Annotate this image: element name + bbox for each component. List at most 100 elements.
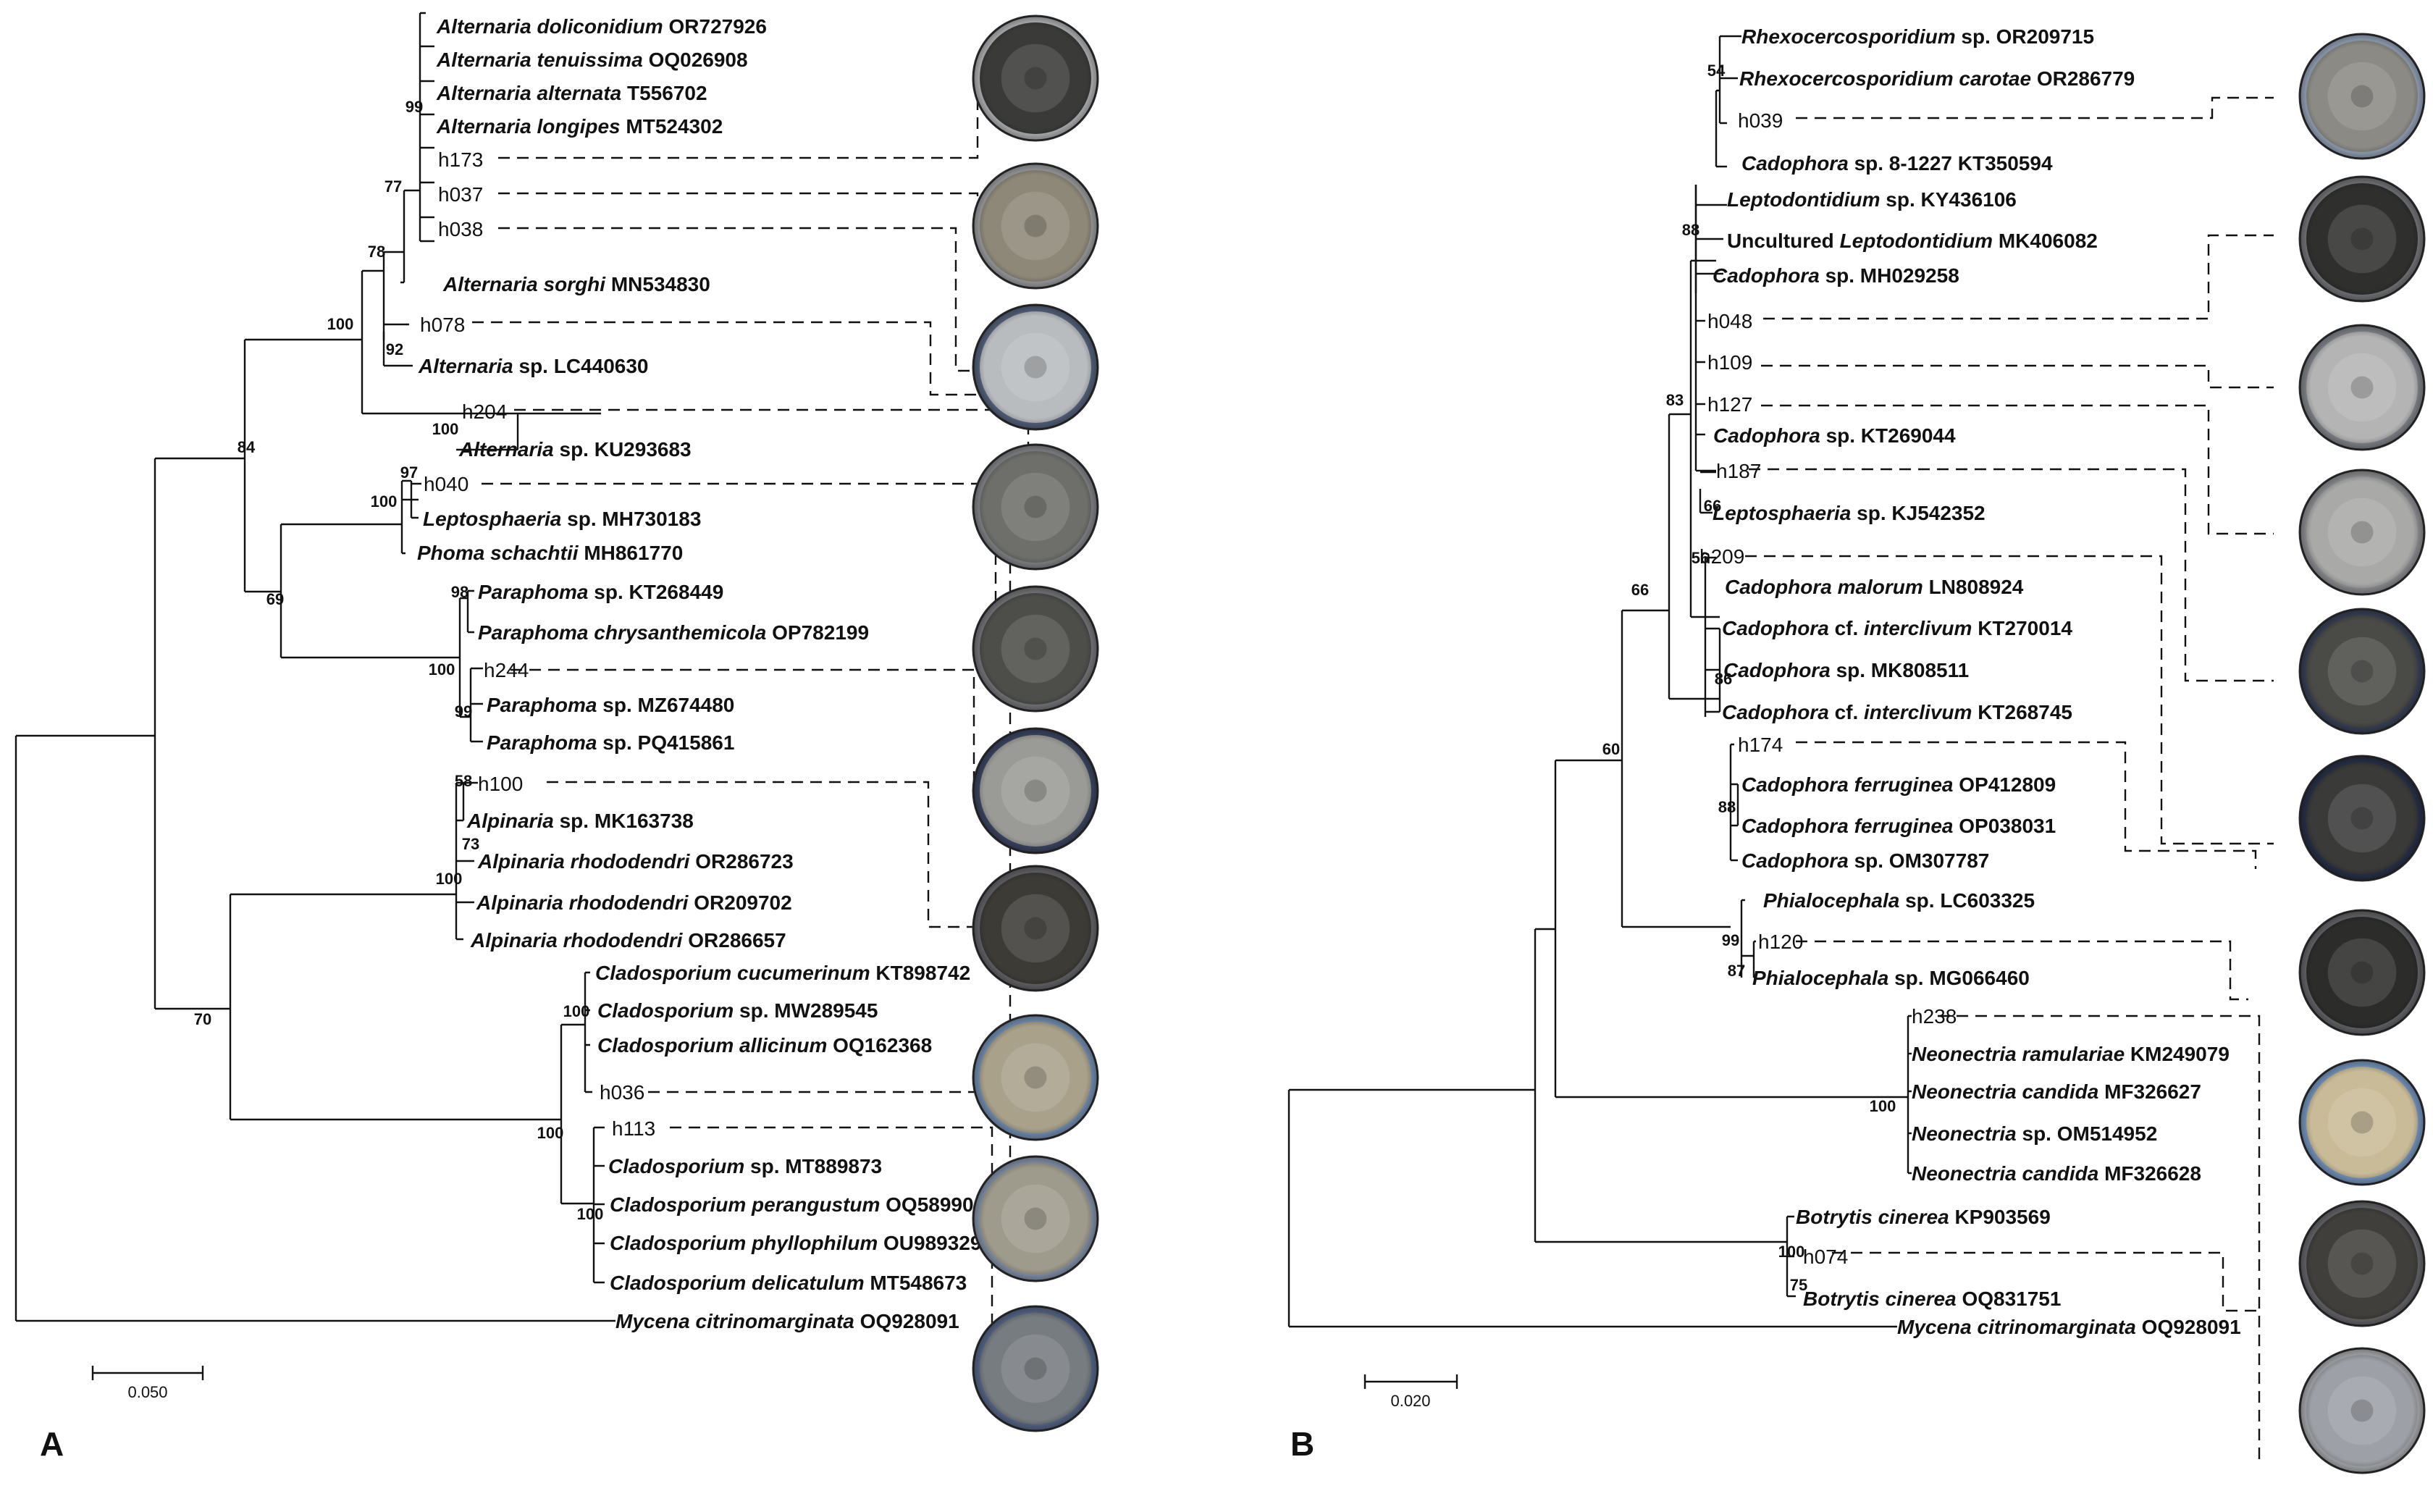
taxon-label: Neonectria candida MF326628 bbox=[1912, 1162, 2201, 1185]
taxon-epithet: carotae bbox=[1959, 67, 2036, 90]
taxon-label: Leptosphaeria sp. MH730183 bbox=[423, 508, 701, 530]
taxon-label: Paraphoma sp. PQ415861 bbox=[487, 731, 734, 754]
taxon-label: Neonectria ramulariae KM249079 bbox=[1912, 1043, 2230, 1065]
bootstrap-value: 99 bbox=[1722, 931, 1739, 949]
culture-plate-image bbox=[2298, 469, 2426, 596]
taxon-label: Cadophora sp. MK808511 bbox=[1723, 659, 1969, 681]
taxon-epithet: perangustum bbox=[751, 1193, 886, 1216]
taxon-label: Alpinaria rhododendri OR209702 bbox=[476, 891, 792, 914]
taxon-epithet: sp. bbox=[560, 810, 594, 832]
accession-number: LC603325 bbox=[1940, 889, 2035, 912]
accession-number: MT889873 bbox=[785, 1155, 882, 1177]
culture-plate-image bbox=[2298, 608, 2426, 735]
accession-number: MZ674480 bbox=[638, 694, 735, 716]
taxon-epithet: ferruginea bbox=[1854, 773, 1959, 796]
isolate-code: h204 bbox=[462, 400, 507, 423]
accession-number: LN808924 bbox=[1929, 576, 2024, 598]
taxon-epithet: sp. bbox=[1886, 188, 1920, 211]
accession-number: OQ831751 bbox=[1962, 1288, 2061, 1310]
taxon-genus: Cadophora bbox=[1741, 152, 1854, 175]
bootstrap-value: 100 bbox=[436, 870, 463, 888]
bootstrap-value: 100 bbox=[432, 420, 459, 438]
bootstrap-value: 73 bbox=[462, 835, 479, 853]
accession-number: OQ162368 bbox=[833, 1034, 932, 1057]
taxon-genus: Alpinaria bbox=[476, 891, 569, 914]
taxon-epithet: sp. bbox=[560, 438, 594, 461]
panel-b-branches bbox=[1287, 35, 1912, 1328]
taxon-epithet: sp. bbox=[1961, 25, 1996, 48]
culture-plate-image bbox=[2298, 175, 2426, 303]
culture-plate-image bbox=[972, 1305, 1099, 1432]
taxon-genus: Alternaria bbox=[436, 15, 537, 38]
accession-number: KY436106 bbox=[1921, 188, 2017, 211]
accession-number: KU293683 bbox=[594, 438, 692, 461]
accession-number: MT548673 bbox=[870, 1272, 967, 1294]
taxon-label: Cladosporium perangustum OQ589906 bbox=[610, 1193, 985, 1216]
accession-number: MW289545 bbox=[774, 999, 878, 1022]
taxon-epithet: sp. bbox=[750, 1155, 785, 1177]
taxon-genus: Cladosporium bbox=[595, 962, 737, 984]
taxon-label: Cladosporium phyllophilum OU989329 bbox=[610, 1232, 981, 1254]
panel-b-label: B bbox=[1290, 1425, 1314, 1463]
taxon-label: Botrytis cinerea KP903569 bbox=[1796, 1206, 2051, 1228]
taxon-label: Alternaria sorghi MN534830 bbox=[442, 273, 710, 295]
bootstrap-value: 84 bbox=[238, 438, 256, 456]
bootstrap-value: 78 bbox=[368, 243, 385, 261]
taxon-label: Alternaria tenuissima OQ026908 bbox=[436, 49, 748, 71]
isolate-code: h078 bbox=[420, 314, 465, 336]
taxon-label: Phialocephala sp. MG066460 bbox=[1752, 967, 2030, 989]
accession-number: OQ589906 bbox=[886, 1193, 985, 1216]
taxon-epithet: cinerea bbox=[1878, 1206, 1955, 1228]
taxon-label: Paraphoma sp. MZ674480 bbox=[487, 694, 734, 716]
taxon-epithet: ferruginea bbox=[1854, 815, 1959, 837]
culture-plate-image bbox=[2298, 324, 2426, 451]
taxon-genus: Alternaria bbox=[458, 438, 560, 461]
taxon-genus: Rhexocercosporidium bbox=[1739, 67, 1959, 90]
bootstrap-value: 87 bbox=[1728, 962, 1745, 980]
taxon-genus: Paraphoma bbox=[487, 731, 602, 754]
accession-number: KT270014 bbox=[1978, 617, 2072, 639]
accession-number: KT268745 bbox=[1978, 701, 2072, 723]
taxon-label: h113 bbox=[612, 1117, 655, 1140]
isolate-code: h127 bbox=[1707, 393, 1752, 416]
accession-number: OR727926 bbox=[669, 15, 767, 38]
panel-a-taxa: Alternaria doliconidium OR727926Alternar… bbox=[417, 15, 985, 1332]
taxon-epithet: chrysanthemicola bbox=[594, 621, 772, 644]
accession-number: MK808511 bbox=[1871, 659, 1969, 681]
culture-plate-image bbox=[2298, 755, 2426, 882]
culture-plate-image bbox=[972, 585, 1099, 713]
isolate-code: h038 bbox=[438, 218, 483, 240]
isolate-code: h173 bbox=[438, 148, 483, 171]
taxon-genus: Neonectria bbox=[1912, 1162, 2022, 1185]
taxon-label: Leptodontidium sp. KY436106 bbox=[1727, 188, 2017, 211]
accession-number: KT269044 bbox=[1861, 424, 1956, 447]
accession-number: OM307787 bbox=[1889, 849, 1990, 872]
accession-number: LC440630 bbox=[554, 355, 649, 377]
taxon-genus: Alternaria bbox=[436, 49, 537, 71]
taxon-epithet: schachtii bbox=[490, 542, 584, 564]
taxon-epithet: cf. interclivum bbox=[1835, 617, 1978, 639]
isolate-code: h037 bbox=[438, 183, 483, 206]
bootstrap-value: 100 bbox=[1778, 1243, 1805, 1261]
taxon-genus: Mycena bbox=[615, 1310, 696, 1332]
taxon-epithet: sp. bbox=[1825, 264, 1860, 287]
bootstrap-value: 100 bbox=[1870, 1097, 1896, 1115]
panel-a-branches bbox=[14, 12, 615, 1322]
taxon-label: Cladosporium delicatulum MT548673 bbox=[610, 1272, 967, 1294]
accession-number: OQ928091 bbox=[860, 1310, 959, 1332]
isolate-code: h040 bbox=[424, 473, 468, 495]
taxon-label: h036 bbox=[600, 1081, 644, 1104]
taxon-genus: Cadophora bbox=[1741, 849, 1854, 872]
taxon-label: Cladosporium cucumerinum KT898742 bbox=[595, 962, 970, 984]
taxon-genus: Botrytis bbox=[1796, 1206, 1878, 1228]
taxon-epithet: sp. bbox=[1836, 659, 1871, 681]
accession-number: MF326628 bbox=[2104, 1162, 2201, 1185]
taxon-genus: Neonectria bbox=[1912, 1080, 2022, 1103]
taxon-epithet: sp. bbox=[594, 581, 629, 603]
taxon-epithet: cucumerinum bbox=[737, 962, 875, 984]
taxon-label: Cadophora ferruginea OP412809 bbox=[1741, 773, 2056, 796]
bootstrap-value: 100 bbox=[429, 660, 455, 679]
taxon-label: Cadophora cf. interclivum KT268745 bbox=[1722, 701, 2072, 723]
taxon-genus: Leptosphaeria bbox=[423, 508, 567, 530]
